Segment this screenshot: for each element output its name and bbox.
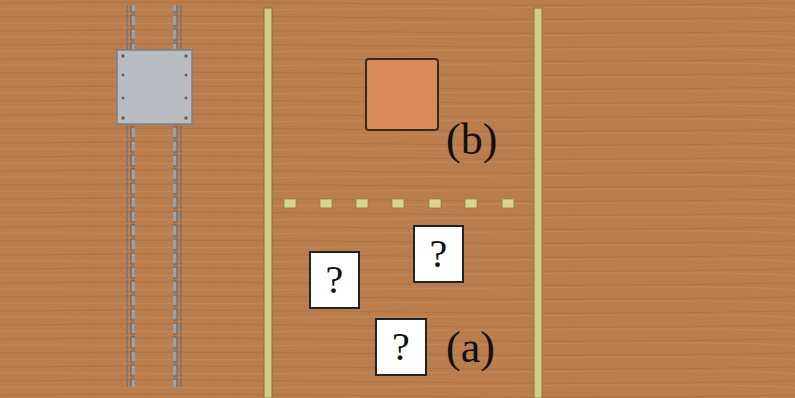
mystery-box: ? [309,251,360,309]
region-label: (a) [446,326,495,370]
question-mark: ? [326,260,344,300]
dotted-line [284,199,514,208]
question-mark: ? [392,327,410,367]
plate-screws [121,54,188,120]
question-mark: ? [430,234,448,274]
boundary-line [264,8,272,398]
metal-plate [117,50,192,124]
orange-block [366,59,438,130]
region-label: (b) [446,118,497,162]
boundary-line [534,8,542,398]
mystery-box: ? [375,318,427,376]
mystery-box: ? [413,225,464,283]
